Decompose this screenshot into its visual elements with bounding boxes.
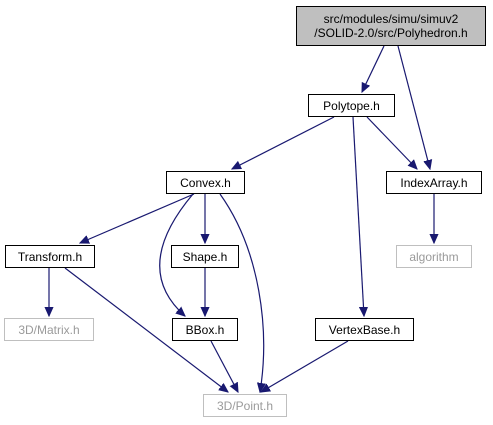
node-shape-h[interactable]: Shape.h <box>171 245 239 268</box>
node-3d-point-h: 3D/Point.h <box>203 394 287 417</box>
node-vertexbase-h[interactable]: VertexBase.h <box>315 318 414 341</box>
node-bbox-h[interactable]: BBox.h <box>172 318 238 341</box>
node-3d-matrix-h: 3D/Matrix.h <box>4 318 94 341</box>
edge-convex-to-transform <box>80 193 195 243</box>
node-polyhedron-path-line1: src/modules/simu/simuv2 <box>323 12 459 26</box>
edge-polytope-to-convex <box>232 116 335 169</box>
node-algorithm: algorithm <box>396 245 472 268</box>
node-transform-h[interactable]: Transform.h <box>5 245 95 268</box>
node-vertexbase-label: VertexBase.h <box>328 322 401 337</box>
edge-vertexbase-to-point <box>261 340 349 392</box>
edge-polytope-to-vertexbase <box>352 116 364 316</box>
node-shape-label: Shape.h <box>182 249 228 264</box>
node-polyhedron-path-line2: /SOLID-2.0/src/Polyhedron.h <box>314 26 468 40</box>
node-polytope-h[interactable]: Polytope.h <box>308 94 395 117</box>
edge-polytope-to-indexarray <box>366 116 417 169</box>
node-matrix-label: 3D/Matrix.h <box>18 322 80 337</box>
edge-convex-to-bbox <box>159 193 194 316</box>
edge-bbox-to-point <box>210 340 238 392</box>
node-indexarray-label: IndexArray.h <box>400 175 468 190</box>
node-indexarray-h[interactable]: IndexArray.h <box>386 171 482 194</box>
edge-transform-to-point <box>64 267 228 392</box>
node-polyhedron-h: src/modules/simu/simuv2 /SOLID-2.0/src/P… <box>296 6 486 46</box>
node-transform-label: Transform.h <box>17 249 83 264</box>
edge-polyhedron-to-polytope <box>361 45 385 92</box>
node-convex-label: Convex.h <box>180 175 231 190</box>
node-point-label: 3D/Point.h <box>216 398 274 413</box>
node-bbox-label: BBox.h <box>185 322 225 337</box>
node-algorithm-label: algorithm <box>409 249 459 264</box>
node-polytope-label: Polytope.h <box>323 98 380 113</box>
edge-convex-to-point <box>219 193 264 392</box>
node-convex-h[interactable]: Convex.h <box>166 171 245 194</box>
edge-polyhedron-to-indexarray <box>397 45 430 169</box>
